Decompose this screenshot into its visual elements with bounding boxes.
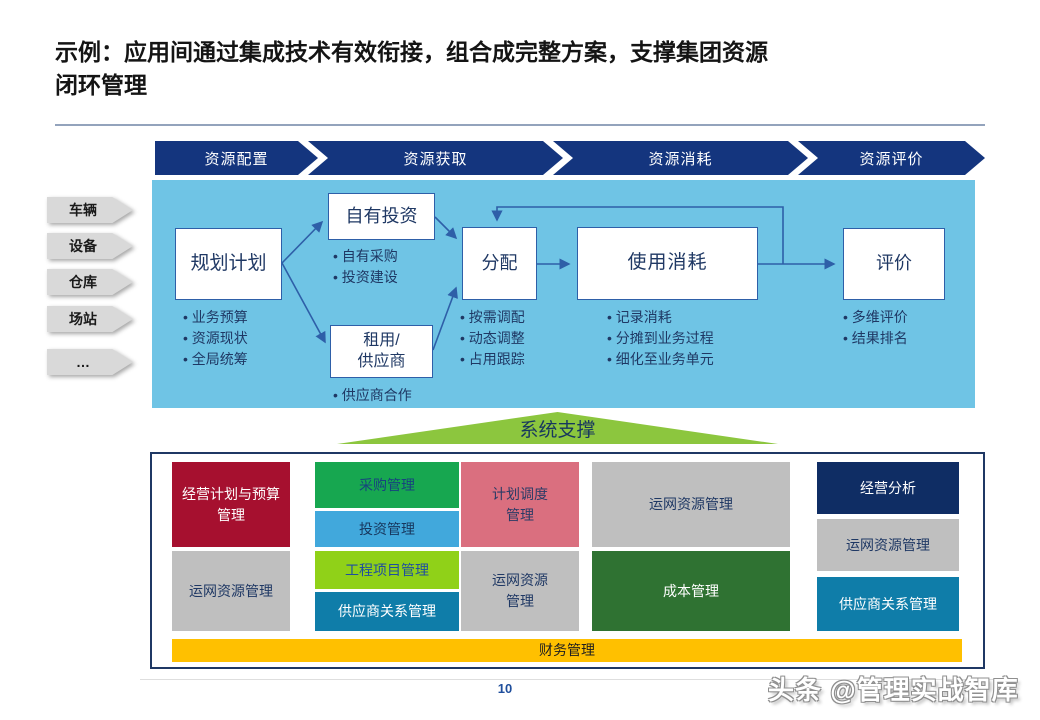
page-number: 10 [497, 681, 513, 696]
bullet-item: 投资建设 [333, 267, 398, 288]
flow-panel [152, 180, 975, 408]
bullet-item: 资源现状 [183, 328, 248, 349]
bullet-item: 按需调配 [460, 307, 525, 328]
stage-label: 资源消耗 [648, 150, 713, 168]
resource-tag-more: … [47, 349, 133, 375]
flow-node-rent-supplier: 租用/ 供应商 [330, 325, 433, 378]
flow-node-evaluation: 评价 [843, 228, 945, 300]
system-box-investment: 投资管理 [315, 511, 459, 547]
flow-node-own-investment: 自有投资 [328, 193, 435, 240]
system-box-network-resource-2: 运网资源 管理 [461, 551, 579, 631]
system-support-banner: 系统支撑 [337, 412, 778, 444]
flow-arrows [281, 206, 836, 351]
flow-node-allocation: 分配 [462, 227, 537, 300]
title-divider [55, 124, 985, 126]
resource-tag-label: 仓库 [47, 269, 133, 295]
bullet-item: 分摊到业务过程 [607, 328, 714, 349]
system-box-cost-management: 成本管理 [592, 551, 790, 631]
system-box-business-analysis: 经营分析 [817, 462, 959, 514]
bullet-item: 记录消耗 [607, 307, 714, 328]
resource-tag-label: 设备 [47, 233, 133, 259]
bullets-allocation: 按需调配 动态调整 占用跟踪 [460, 307, 525, 370]
system-box-supplier-relationship-1: 供应商关系管理 [315, 592, 459, 631]
bullet-item: 动态调整 [460, 328, 525, 349]
flow-node-usage-consumption: 使用消耗 [577, 227, 758, 300]
flow-node-planning: 规划计划 [175, 228, 282, 300]
system-box-network-resource-4: 运网资源管理 [817, 519, 959, 571]
system-box-network-resource-1: 运网资源管理 [172, 551, 290, 631]
system-box-network-resource-3: 运网资源管理 [592, 462, 790, 547]
stage-chevron-bar: 资源配置 资源获取 资源消耗 资源评价 [152, 141, 985, 175]
stage-label: 资源获取 [403, 150, 468, 168]
resource-tag-station: 场站 [47, 306, 133, 332]
bullets-evaluation: 多维评价 结果排名 [843, 307, 908, 349]
system-box-business-plan-budget: 经营计划与预算 管理 [172, 462, 290, 547]
resource-tag-label: … [47, 349, 133, 375]
system-box-plan-dispatch: 计划调度 管理 [461, 462, 579, 547]
bullets-own-investment: 自有采购 投资建设 [333, 246, 398, 288]
bullet-item: 供应商合作 [333, 385, 412, 406]
system-box-finance-management: 财务管理 [172, 639, 962, 662]
bullets-planning: 业务预算 资源现状 全局统筹 [183, 307, 248, 370]
system-box-engineering-project: 工程项目管理 [315, 551, 459, 589]
stage-chevron-resource-evaluation: 资源评价 [798, 141, 985, 175]
stage-label: 资源配置 [204, 150, 269, 168]
system-box-procurement: 采购管理 [315, 462, 459, 508]
bullet-item: 全局统筹 [183, 349, 248, 370]
resource-tag-equipment: 设备 [47, 233, 133, 259]
bullets-usage-consumption: 记录消耗 分摊到业务过程 细化至业务单元 [607, 307, 714, 370]
watermark: 头条 @管理实战智库 [768, 675, 1019, 705]
slide-title: 示例：应用间通过集成技术有效衔接，组合成完整方案，支撑集团资源 闭环管理 [55, 39, 768, 99]
bullet-item: 多维评价 [843, 307, 908, 328]
bullet-item: 业务预算 [183, 307, 248, 328]
stage-chevron-resource-allocation: 资源配置 [155, 141, 318, 175]
stage-label: 资源评价 [859, 150, 924, 168]
resource-tag-vehicles: 车辆 [47, 197, 133, 223]
stage-chevron-resource-acquisition: 资源获取 [308, 141, 563, 175]
bullet-item: 细化至业务单元 [607, 349, 714, 370]
bullet-item: 自有采购 [333, 246, 398, 267]
footer-divider [140, 679, 1010, 680]
bullets-rent-supplier: 供应商合作 [333, 385, 412, 406]
stage-chevron-resource-consumption: 资源消耗 [553, 141, 808, 175]
bullet-item: 占用跟踪 [460, 349, 525, 370]
resource-tag-label: 场站 [47, 306, 133, 332]
system-support-label: 系统支撑 [519, 420, 596, 442]
resource-tag-warehouse: 仓库 [47, 269, 133, 295]
bullet-item: 结果排名 [843, 328, 908, 349]
resource-tag-label: 车辆 [47, 197, 133, 223]
system-box-supplier-relationship-2: 供应商关系管理 [817, 577, 959, 631]
